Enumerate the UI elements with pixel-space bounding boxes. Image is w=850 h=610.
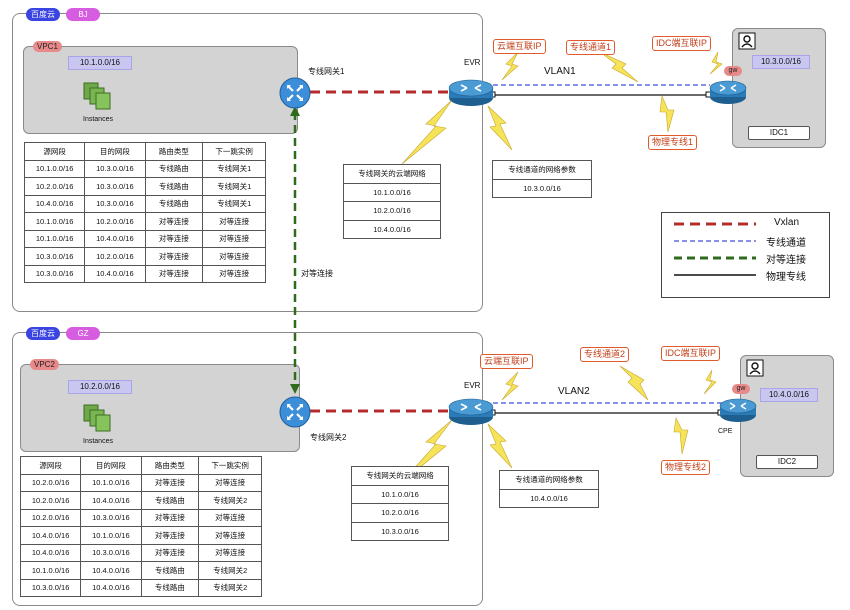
legend-vxlan-label: Vxlan (774, 217, 800, 228)
table-cell: 专线网关2 (198, 578, 262, 597)
idc2-name-box: IDC2 (756, 455, 818, 469)
cloud-ip-callout-bottom: 云端互联IP (480, 354, 533, 369)
idc2-gw-badge: gw (732, 384, 750, 394)
info-box-row: 10.3.0.0/16 (493, 178, 591, 198)
channel2-callout: 专线通道2 (580, 347, 630, 362)
route-table-header: 源网段目的网段路由类型下一跳实例 (23, 142, 266, 161)
table-cell: 对等连接 (144, 264, 204, 283)
gateway1-icon (279, 77, 311, 109)
channel1-params-box: 专线通道的网络参数 10.3.0.0/16 (492, 160, 592, 198)
user-icon (746, 359, 764, 377)
idc1-name: IDC1 (769, 128, 789, 137)
info-box-row: 10.1.0.0/16 (352, 484, 448, 504)
peering-label: 对等连接 (301, 269, 333, 278)
table-cell: 10.3.0.0/16 (19, 578, 82, 597)
vpc1-instances-label: Instances (83, 116, 113, 123)
idc1-cidr: 10.3.0.0/16 (752, 55, 810, 69)
info-box-title: 专线通道的网络参数 (508, 165, 576, 174)
info-box-row: 10.2.0.0/16 (344, 201, 440, 220)
gateway2-icon (279, 396, 311, 428)
idc2-cidr: 10.4.0.0/16 (760, 388, 818, 402)
idc-ip-callout-top: IDC端互联IP (652, 36, 712, 51)
physical2-callout: 物理专线2 (661, 460, 711, 475)
legend-physical-label: 物理专线 (766, 272, 806, 283)
physical1-callout: 物理专线1 (648, 135, 698, 150)
evr2-router-icon (448, 398, 494, 425)
table-cell: 对等连接 (140, 526, 200, 545)
gateway2-label: 专线网关2 (310, 433, 347, 442)
vlan2-label: VLAN2 (558, 386, 590, 397)
legend-peering-label: 对等连接 (766, 255, 806, 266)
cloud-badge-bj: 百度云 (26, 8, 60, 21)
channel1-callout: 专线通道1 (566, 40, 616, 55)
cloud-badge-gz: 百度云 (26, 327, 60, 340)
table-cell: 10.3.0.0/16 (23, 264, 86, 283)
peering-arrow-down (290, 384, 300, 394)
legend-channel-label: 专线通道 (766, 238, 806, 249)
idc-ip-callout-bottom: IDC端互联IP (661, 346, 721, 361)
instances-icon (83, 82, 111, 110)
idc1-name-box: IDC1 (748, 126, 810, 140)
vpc2-tag: VPC2 (30, 359, 59, 370)
cpe-router-icon (719, 398, 757, 422)
evr2-label: EVR (464, 381, 481, 390)
info-box-title: 专线网关的云端网络 (366, 471, 434, 480)
peering-arrow-up (290, 106, 300, 116)
vpc2-instances-label: Instances (83, 438, 113, 445)
vpc1-tag: VPC1 (33, 41, 62, 52)
info-box-row: 10.3.0.0/16 (352, 521, 448, 541)
table-cell: 10.4.0.0/16 (80, 578, 142, 597)
region-badge-gz: GZ (66, 327, 100, 340)
table-cell: 10.4.0.0/16 (84, 264, 146, 283)
legend: Vxlan 专线通道 对等连接 物理专线 (661, 212, 830, 298)
info-box-row: 10.4.0.0/16 (344, 219, 440, 239)
vpc1-cidr: 10.1.0.0/16 (68, 56, 132, 70)
info-box-title: 专线通道的网络参数 (515, 475, 583, 484)
vpc2-cidr: 10.2.0.0/16 (68, 380, 132, 394)
idc1-router-icon (709, 80, 747, 104)
channel2-params-box: 专线通道的网络参数 10.4.0.0/16 (499, 470, 599, 508)
table-cell: 对等连接 (202, 264, 266, 283)
info-box-title: 专线网关的云端网络 (358, 169, 426, 178)
info-box-row: 10.1.0.0/16 (344, 182, 440, 202)
info-box-row: 10.4.0.0/16 (500, 488, 598, 508)
vlan1-label: VLAN1 (544, 66, 576, 77)
region-badge-bj: BJ (66, 8, 100, 21)
idc2-name: IDC2 (777, 457, 797, 466)
gateway1-label: 专线网关1 (308, 67, 345, 76)
info-box-row: 10.2.0.0/16 (352, 503, 448, 522)
route-table-header-cell: 下一跳实例 (202, 142, 266, 161)
evr1-router-icon (448, 79, 494, 106)
idc1-gw-badge: gw (724, 66, 742, 76)
cloud-ip-callout-top: 云端互联IP (493, 39, 546, 54)
evr1-label: EVR (464, 58, 481, 67)
user-icon (738, 32, 756, 50)
table-cell: 专线路由 (140, 578, 200, 597)
table-cell: 专线网关1 (202, 177, 266, 196)
instances-icon (83, 404, 111, 432)
cpe-label: CPE (718, 428, 733, 435)
